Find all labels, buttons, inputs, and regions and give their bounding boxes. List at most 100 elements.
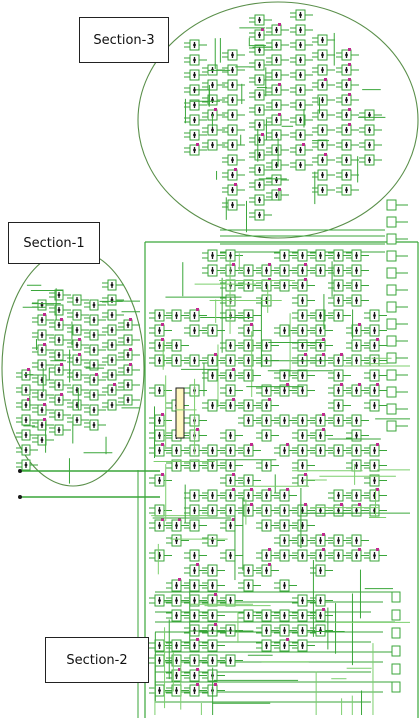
logic-cell (184, 668, 207, 682)
output-cell (386, 233, 397, 245)
output-cell (386, 199, 397, 211)
logic-cell (274, 609, 297, 622)
logic-cell (364, 383, 387, 397)
logic-cell (184, 624, 207, 637)
logic-cell (256, 624, 279, 637)
logic-cell (290, 143, 313, 156)
logic-cell (166, 518, 189, 532)
logic-cell (67, 294, 89, 306)
logic-cell (184, 39, 207, 51)
logic-cell (149, 504, 172, 517)
logic-cell (67, 384, 89, 396)
logic-cell (202, 139, 225, 151)
logic-cell (166, 444, 189, 457)
logic-cell (184, 354, 207, 367)
logic-cell (290, 24, 313, 36)
logic-cell (49, 409, 71, 421)
logic-cell (328, 264, 351, 277)
logic-cell (238, 354, 261, 367)
logic-cell (328, 369, 351, 382)
logic-cell (118, 318, 140, 331)
logic-cell (220, 624, 243, 637)
section-3-boundary (137, 1, 419, 239)
output-cell (386, 250, 397, 262)
logic-cell (274, 504, 297, 517)
logic-cell (336, 63, 359, 76)
logic-cell (166, 309, 189, 322)
logic-cell (222, 168, 245, 181)
section-2-label: Section-2 (45, 637, 149, 683)
logic-cell (274, 549, 297, 562)
logic-cell (256, 519, 279, 532)
logic-cell (256, 263, 279, 277)
logic-cell (292, 639, 315, 652)
logic-cell (249, 44, 272, 56)
output-cell (386, 420, 397, 432)
logic-cell (274, 324, 297, 337)
logic-cell (166, 534, 189, 547)
output-cell (386, 403, 397, 415)
logic-cell (67, 338, 89, 351)
logic-cell (292, 263, 315, 277)
logic-cell (290, 129, 313, 141)
logic-cell (310, 249, 333, 262)
logic-cell (220, 309, 243, 322)
logic-cell (149, 413, 172, 427)
logic-cell (166, 594, 189, 607)
logic-cell (102, 279, 124, 291)
logic-cell (184, 428, 207, 442)
logic-cell (364, 459, 387, 472)
logic-cell (256, 429, 279, 442)
logic-cell (312, 64, 335, 76)
logic-cell (32, 374, 54, 386)
logic-cell (202, 369, 225, 382)
logic-cell (238, 503, 261, 517)
logic-cell (102, 294, 124, 306)
logic-cell (220, 339, 243, 352)
logic-cell (84, 389, 106, 401)
logic-cell (346, 534, 369, 547)
logic-cell (328, 294, 351, 307)
logic-cell (166, 339, 189, 352)
logic-cell (256, 609, 279, 622)
logic-cell (328, 279, 351, 292)
logic-cell (274, 443, 297, 457)
logic-cell (346, 503, 369, 517)
output-cell (391, 609, 401, 621)
logic-cell (336, 154, 359, 166)
logic-cell (312, 34, 335, 46)
logic-cell (149, 443, 172, 457)
logic-cell (102, 369, 124, 381)
logic-cell (266, 113, 289, 126)
logic-cell (256, 639, 279, 652)
logic-cell (292, 549, 315, 562)
logic-cell (149, 354, 172, 367)
logic-cell (346, 294, 369, 307)
logic-cell (292, 519, 315, 532)
logic-cell (364, 443, 387, 457)
logic-cell (166, 654, 189, 667)
logic-cell (149, 654, 172, 667)
logic-cell (346, 414, 369, 427)
logic-cell (102, 383, 124, 396)
logic-cell (336, 93, 359, 106)
logic-cell (336, 48, 359, 61)
logic-cell (359, 124, 382, 136)
logic-cell (149, 518, 172, 532)
logic-cell (202, 609, 225, 622)
logic-cell (292, 278, 315, 292)
logic-cell (310, 324, 333, 337)
logic-cell (184, 129, 207, 141)
logic-cell (67, 353, 89, 366)
logic-cell (238, 339, 261, 352)
logic-cell (202, 353, 225, 367)
logic-cell (274, 414, 297, 427)
logic-cell (266, 69, 289, 81)
logic-cell (202, 504, 225, 517)
output-cell (391, 627, 401, 639)
logic-cell (16, 444, 38, 456)
logic-cell (336, 78, 359, 91)
output-cell (386, 369, 397, 381)
logic-cell (336, 139, 359, 151)
